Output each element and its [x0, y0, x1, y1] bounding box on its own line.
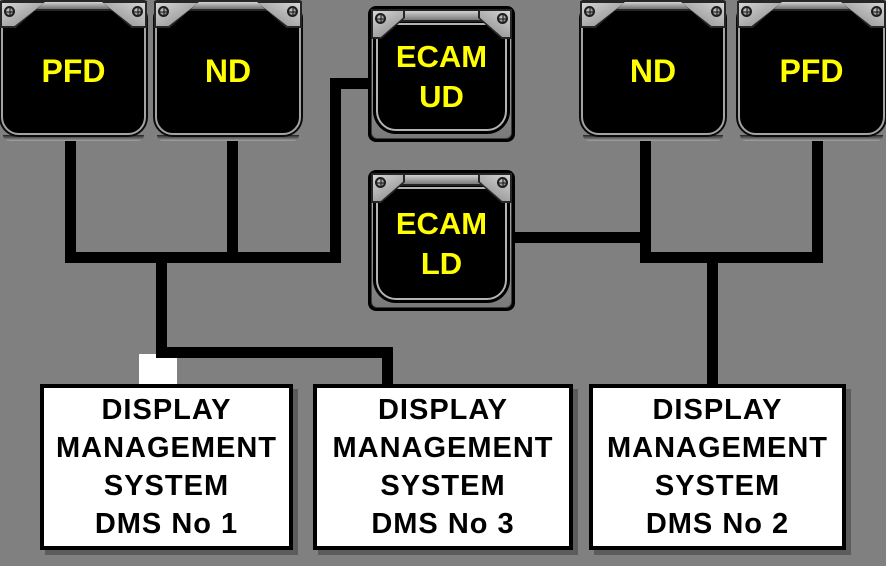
bezel-foot [740, 135, 883, 141]
dms-box-text-line: MANAGEMENT [332, 432, 554, 464]
display-label-line: PFD [41, 53, 106, 89]
dms-box-text-line: MANAGEMENT [55, 432, 278, 464]
screw-icon [287, 6, 298, 17]
wire-nd1-down [227, 137, 238, 263]
display-label: ECAM LD [378, 204, 505, 284]
wire-ecamld-branch [515, 232, 647, 243]
wire-dms3-feed-h [156, 347, 393, 358]
display-unit-nd-left: ND [154, 0, 302, 141]
wire-dms2-drop [707, 252, 718, 385]
display-unit-ecam-lower: ECAM LD [368, 170, 515, 311]
display-unit-pfd-left: PFD [0, 0, 147, 141]
bezel-top-bar [396, 173, 487, 186]
display-label-line: ND [204, 53, 252, 89]
dms-box-text-line: SYSTEM [654, 470, 781, 502]
screw-icon [711, 6, 722, 17]
wire-dms3-drop [382, 347, 393, 385]
white-patch [139, 354, 177, 384]
display-screen: PFD [738, 8, 885, 135]
wire-ecamud-branch-v [330, 78, 341, 263]
wire-left-bus-drop [156, 252, 167, 358]
display-screen: ECAM LD [376, 187, 507, 300]
screw-icon [871, 6, 882, 17]
display-label: PFD [740, 53, 883, 90]
wire-ecamud-branch-h [330, 78, 372, 89]
bezel-foot [3, 135, 144, 141]
dms-box-1: DISPLAY MANAGEMENT SYSTEM DMS No 1 [40, 384, 293, 550]
screw-icon [158, 6, 169, 17]
dms-box-text-line: DISPLAY [101, 394, 232, 426]
display-label: ND [583, 53, 723, 90]
dms-box-title: DMS No 2 [645, 508, 790, 540]
dms-box-title: DMS No 3 [371, 508, 515, 540]
bezel-top-bar [396, 9, 487, 22]
display-label-line: UD [419, 79, 464, 114]
display-unit-ecam-upper: ECAM UD [368, 6, 515, 142]
screw-icon [4, 6, 15, 17]
display-label-line: ECAM [395, 205, 488, 241]
screw-icon [741, 6, 752, 17]
display-label-line: PFD [779, 53, 844, 89]
display-label-line: LD [420, 245, 463, 281]
dms-box-text-line: DISPLAY [377, 394, 509, 426]
wire-left-bus [65, 252, 341, 263]
display-unit-pfd-right: PFD [737, 0, 886, 141]
dms-box-2: DISPLAY MANAGEMENT SYSTEM DMS No 2 [589, 384, 846, 550]
display-screen: ND [581, 8, 725, 135]
display-label-line: ECAM [395, 39, 488, 74]
display-screen: ND [155, 8, 301, 135]
screw-icon [497, 13, 508, 24]
screw-icon [584, 6, 595, 17]
display-screen: ECAM UD [376, 23, 507, 131]
dms-box-text-line: SYSTEM [380, 470, 506, 502]
dms-box-text-line: MANAGEMENT [606, 432, 829, 464]
bezel-foot [157, 135, 299, 141]
wire-right-bus [640, 252, 823, 263]
dms-box-title: DMS No 1 [94, 508, 239, 540]
wire-nd2-down [640, 137, 651, 263]
dms-box-text-line: DISPLAY [652, 394, 783, 426]
display-unit-nd-right: ND [580, 0, 726, 141]
display-screen: PFD [1, 8, 146, 135]
display-label: ND [157, 53, 299, 90]
screw-icon [375, 13, 386, 24]
dms-box-3: DISPLAY MANAGEMENT SYSTEM DMS No 3 [313, 384, 573, 550]
screw-icon [497, 177, 508, 188]
display-label: ECAM UD [378, 37, 505, 117]
bezel-foot [583, 135, 723, 141]
display-label: PFD [3, 53, 144, 90]
display-label-line: ND [629, 53, 677, 89]
wire-pfd1-down [65, 137, 76, 263]
screw-icon [132, 6, 143, 17]
dms-box-text-line: SYSTEM [103, 470, 230, 502]
wire-pfd2-down [812, 137, 823, 263]
screw-icon [375, 177, 386, 188]
